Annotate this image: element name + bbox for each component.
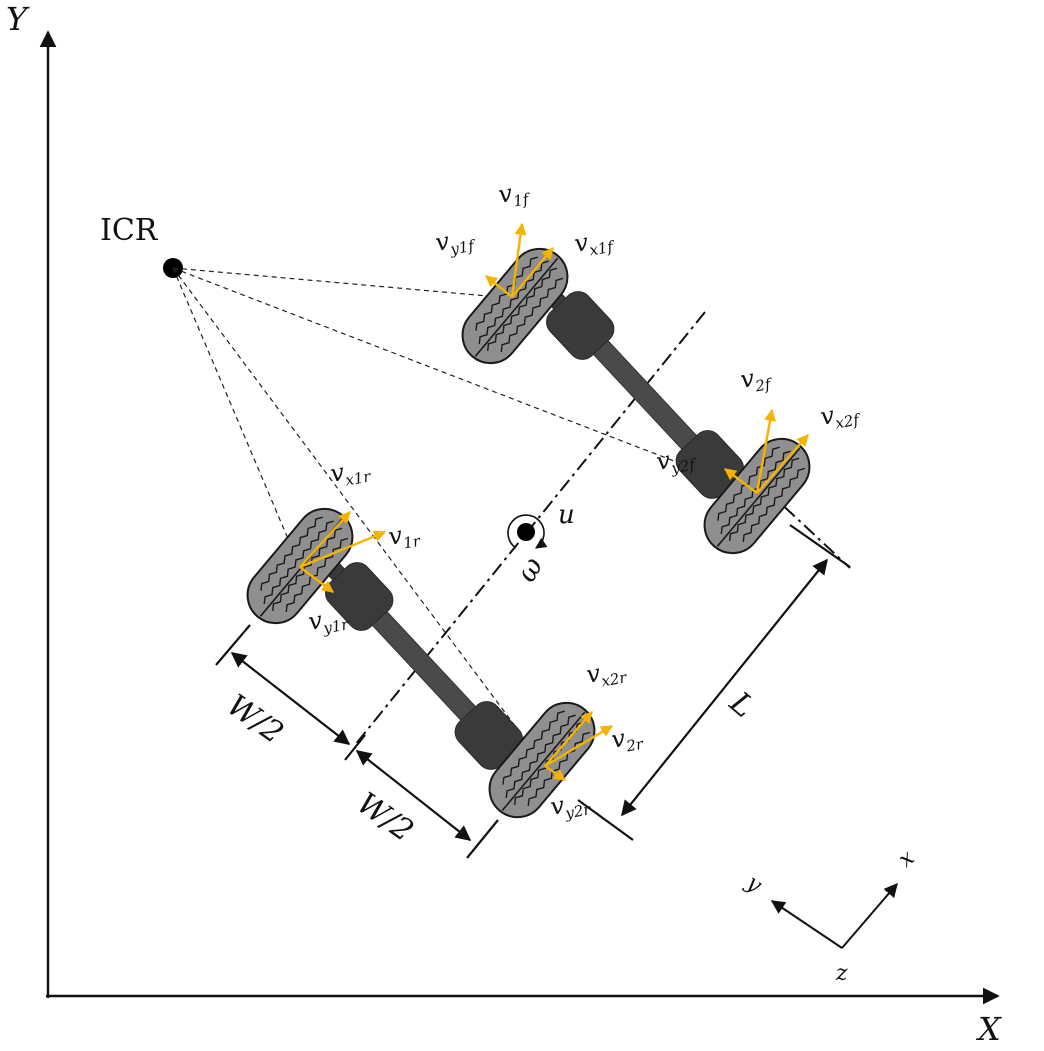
label-vx-1r: vx1r xyxy=(328,453,373,491)
label-vx-1f: vx1f xyxy=(572,223,617,261)
label-vy-1r: vy1r xyxy=(306,601,351,639)
dim-w2-2 xyxy=(355,750,472,841)
icr-label: ICR xyxy=(100,213,159,248)
omega-label: ω xyxy=(509,551,549,587)
body-frame-y-label: y xyxy=(741,870,767,899)
velocity-arrows-front-right xyxy=(724,408,809,494)
omega-rotation-arc xyxy=(507,514,548,549)
rear-axle xyxy=(318,553,530,779)
front-axle xyxy=(539,282,751,508)
velocity-arrows-rear-left xyxy=(299,511,387,593)
icr-lines xyxy=(172,267,758,767)
label-vx-2f: vx2f xyxy=(818,396,863,434)
label-v-1r: v1r xyxy=(386,518,422,555)
dim-tick-right xyxy=(466,819,499,859)
label-v-2r: v2r xyxy=(609,721,645,758)
front-axle-line xyxy=(744,469,851,569)
dim-length xyxy=(621,558,828,817)
velocity-arrows-front-left xyxy=(485,222,554,298)
label-w2-2: W/2 xyxy=(350,786,419,849)
body-frame-x-label: x xyxy=(894,845,920,873)
label-vy-2f: vy2f xyxy=(654,441,699,479)
label-v-1f: v1f xyxy=(496,176,532,213)
label-length: L xyxy=(722,685,761,725)
velocity-arrows-rear-right xyxy=(544,711,614,781)
u-label: u xyxy=(558,500,575,530)
label-w2-1: W/2 xyxy=(220,688,289,751)
y-axis-label: Y xyxy=(6,0,30,38)
dim-tick-left xyxy=(215,624,251,666)
body-frame: x y z xyxy=(741,845,920,986)
dim-tick-front xyxy=(789,524,851,568)
dim-w2-1 xyxy=(230,652,351,745)
label-vy-1f: vy1f xyxy=(433,222,478,260)
x-axis-label: X xyxy=(975,1010,1002,1048)
label-vx-2r: vx2r xyxy=(584,654,629,692)
center-of-mass xyxy=(517,523,535,541)
dim-tick-rear xyxy=(577,799,634,841)
body-frame-z-label: z xyxy=(835,961,848,986)
label-v-2f: v2f xyxy=(738,361,774,398)
dim-tick-mid xyxy=(344,734,366,761)
